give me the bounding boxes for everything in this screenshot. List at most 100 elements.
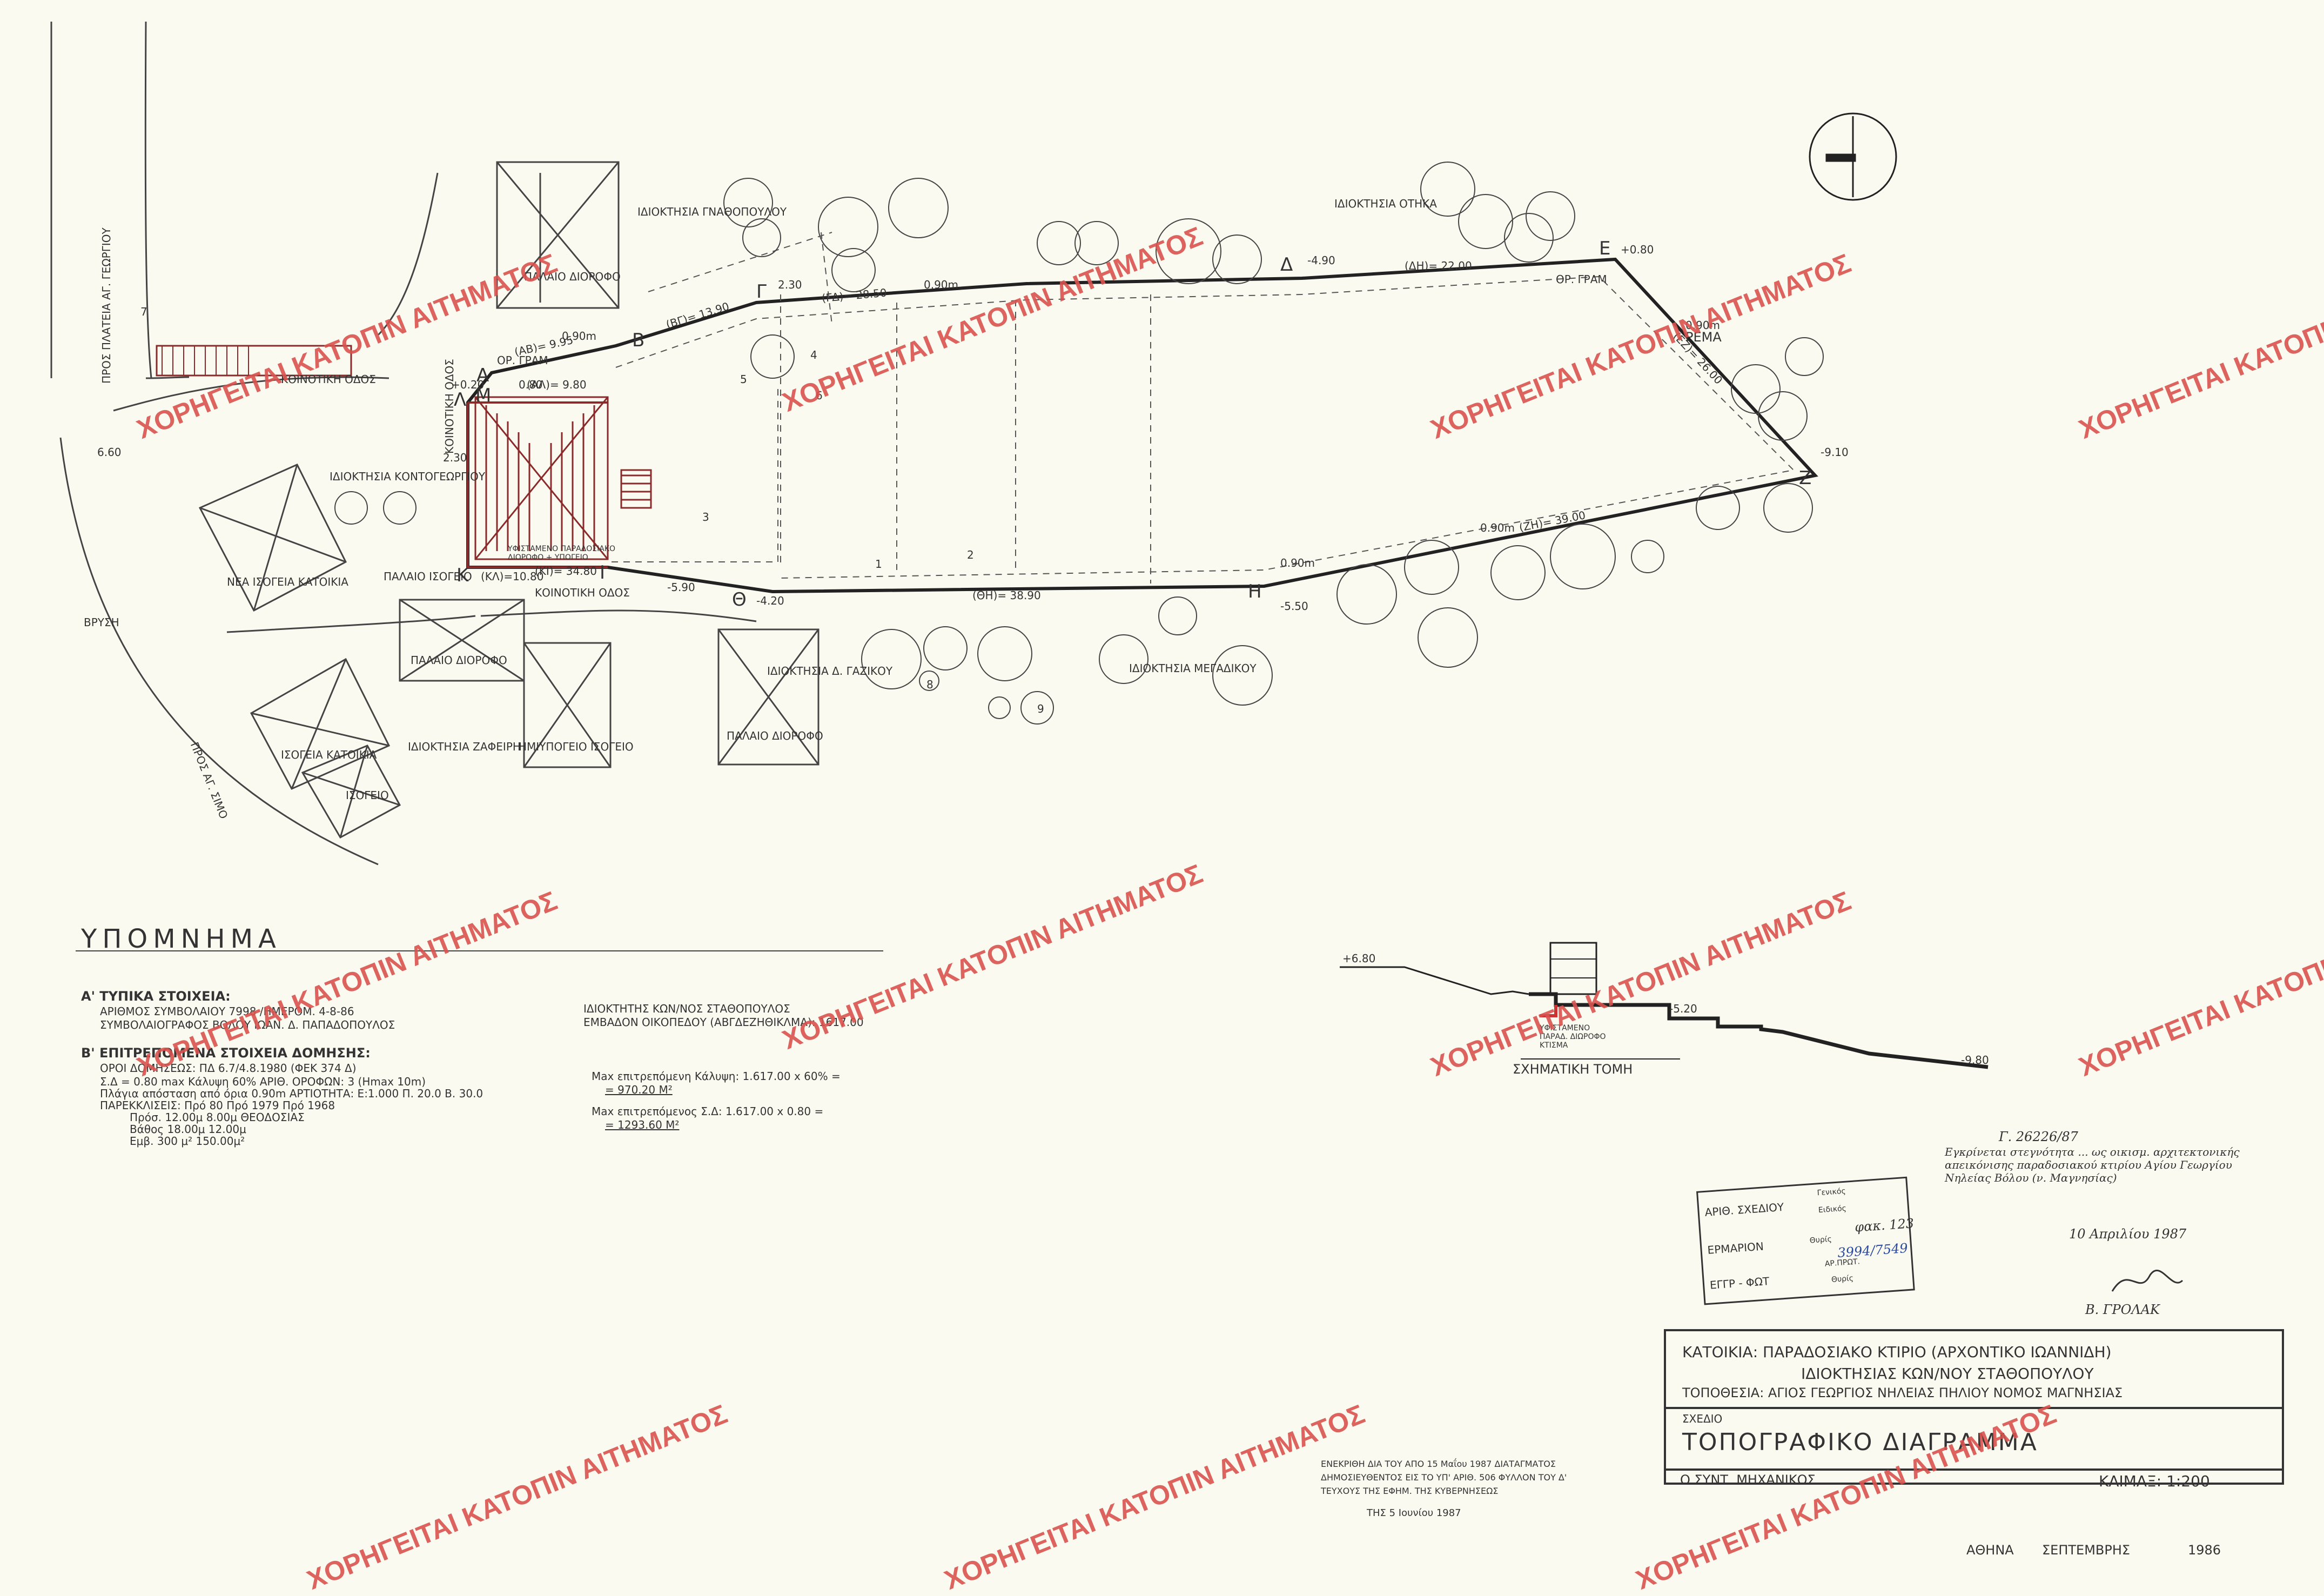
- legend-owner: ΙΔΙΟΚΤΗΤΗΣ ΚΩΝ/ΝΟΣ ΣΤΑΘΟΠΟΥΛΟΣ: [583, 1002, 790, 1015]
- property-label: ΙΔΙΟΚΤΗΣΙΑ ΖΑΦΕΙΡΗ: [408, 740, 521, 753]
- offset-label: 0.90m: [1280, 556, 1315, 569]
- scale-label: ΚΛΙΜΑΞ: 1:200: [2099, 1472, 2210, 1490]
- circle-number: 4: [810, 348, 817, 361]
- property-label: ΙΔΙΟΚΤΗΣΙΑ Δ. ΓΑΖΙΚΟΥ: [767, 665, 893, 678]
- dimension-label: (ΘΗ)= 38.90: [972, 589, 1041, 602]
- legend-row: Βάθος 18.00μ 12.00μ: [130, 1123, 246, 1136]
- place-label: ΑΘΗΝΑ: [1966, 1543, 2014, 1558]
- legend-row: ΣΥΜΒΟΛΑΙΟΓΡΑΦΟΣ ΒΟΛΟΥ ΙΩΑΝ. Δ. ΠΑΠΑΔΟΠΟΥ…: [100, 1018, 395, 1031]
- circle-number: 5: [740, 373, 747, 386]
- plot-boundary: [466, 257, 1818, 594]
- level-label: -5.90: [667, 581, 695, 594]
- dimension-label: (ΑΛ)= 9.80: [527, 378, 587, 391]
- point-label-K: Κ: [456, 565, 469, 586]
- offset-label: 0.90m: [562, 330, 597, 343]
- building-label: ΙΣΟΓΕΙΑ ΚΑΤΟΙΚΙΑ: [281, 748, 377, 761]
- stamp-value: Ειδικός: [1818, 1204, 1847, 1215]
- calc-row: Max επιτρεπόμενος Σ.Δ: 1.617.00 x 0.80 =: [592, 1105, 824, 1118]
- stream-label: ΡΕΜΑ: [1685, 330, 1722, 345]
- boundary-label: ΟΡ. ΓΡΑΜ: [1556, 273, 1607, 286]
- stamp-value: Θυρίς: [1809, 1235, 1832, 1245]
- fountain-label: ΒΡΥΣΗ: [84, 616, 119, 629]
- level-label: +0.20: [451, 378, 485, 391]
- building-label: ΠΑΛΑΙΟ ΔΙΟΡΟΦΟ: [411, 654, 507, 667]
- point-label-D: Δ: [1280, 254, 1293, 276]
- section-level: -9.80: [1961, 1054, 1989, 1067]
- point-label-G: Γ: [756, 281, 767, 303]
- north-arrow-icon: [1809, 112, 1897, 201]
- archive-stamp: ΑΡΙΘ. ΣΧΕΔΙΟΥ ΕΡΜΑΡΙΟΝ ΕΓΓΡ - ΦΩΤ Γενικό…: [1696, 1176, 1915, 1305]
- point-label-Th: Θ: [732, 589, 747, 611]
- legend-row: Πρόσ. 12.00μ 8.00μ ΘΕΟΔΟΣΙΑΣ: [130, 1111, 305, 1124]
- main-building: [474, 396, 609, 560]
- stamp-row: ΑΡΙΘ. ΣΧΕΔΙΟΥ: [1704, 1200, 1784, 1219]
- boundary-label: ΟΡ. ΓΡΑΜ: [497, 354, 548, 367]
- circle-number: 3: [702, 511, 709, 524]
- approval-signature: Β. ΓΡΟΛΑΚ: [2085, 1302, 2160, 1317]
- section-level: +6.80: [1342, 952, 1376, 965]
- dimension-label: (ΚΙ)= 34.80: [535, 565, 597, 578]
- circle-number: 7: [140, 305, 147, 318]
- legend-row: Σ.Δ = 0.80 max Κάλυψη 60% ΑΡΙΘ. ΟΡΟΦΩΝ: …: [100, 1075, 426, 1088]
- road-label: ΠΡΟΣ ΠΛΑΤΕΙΑ ΑΓ. ΓΕΩΡΓΙΟΥ: [100, 227, 113, 384]
- schematic-section: [1340, 942, 1989, 1069]
- approval-ref: Γ. 26226/87: [1999, 1129, 2078, 1144]
- offset-label: 0.90m: [1685, 319, 1721, 332]
- level-label: -4.20: [756, 594, 784, 607]
- calc-row: = 1293.60 Μ²: [605, 1118, 680, 1131]
- offset-label: 2.30: [443, 451, 467, 464]
- point-label-M: Μ: [475, 385, 492, 406]
- road-label: ΚΟΙΝΟΤΙΚΗ ΟΔΟΣ: [535, 586, 630, 599]
- stamp-row: ΕΓΓΡ - ΦΩΤ: [1709, 1275, 1770, 1292]
- title-row-3: ΤΟΠΟΘΕΣΙΑ: ΑΓΙΟΣ ΓΕΩΡΓΙΟΣ ΝΗΛΕΙΑΣ ΠΗΛΙΟΥ…: [1682, 1385, 2123, 1400]
- section-note: ΥΦΙΣΤΑΜΕΝΟ ΠΑΡΑΔ. ΔΙΩΡΟΦΟ ΚΤΙΣΜΑ: [1540, 1024, 1606, 1050]
- calc-row: = 970.20 Μ²: [605, 1083, 673, 1096]
- title-row-2: ΙΔΙΟΚΤΗΣΙΑΣ ΚΩΝ/ΝΟΥ ΣΤΑΘΟΠΟΥΛΟΥ: [1801, 1365, 2094, 1383]
- stamp-value: Γενικός: [1817, 1186, 1846, 1198]
- point-label-B: Β: [632, 330, 645, 351]
- circle-number: 6: [816, 389, 823, 402]
- dimension-label: (ΔΗ)= 22.00: [1405, 259, 1472, 272]
- publication-line: ΔΗΜΟΣΙΕΥΘΕΝΤΟΣ ΕΙΣ ΤΟ ΥΠ' ΑΡΙΘ. 506 ΦΥΛΛ…: [1321, 1472, 1567, 1483]
- stamp-value: 3994/7549: [1837, 1240, 1909, 1260]
- circle-number: 2: [967, 548, 974, 561]
- building-label: ΠΑΛΑΙΟ ΔΙΟΡΟΦΟ: [524, 270, 621, 283]
- approval-date: 10 Απριλίου 1987: [2069, 1226, 2187, 1242]
- property-label: ΙΔΙΟΚΤΗΣΙΑ ΚΟΝΤΟΓΕΩΡΓΙΟΥ: [330, 470, 486, 483]
- stamp-value: φακ. 123: [1854, 1216, 1915, 1235]
- point-label-L: Λ: [454, 389, 467, 411]
- dimension-label: (ΚΛ)=10.80: [481, 570, 544, 583]
- engineer-label: Ο ΣΥΝΤ. ΜΗΧΑΝΙΚΟΣ: [1680, 1472, 1816, 1487]
- level-label: +0.80: [1621, 243, 1654, 256]
- building-label: ΙΣΟΓΕΙΟ: [346, 789, 389, 802]
- title-row-1: ΚΑΤΟΙΚΙΑ: ΠΑΡΑΔΟΣΙΑΚΟ ΚΤΙΡΙΟ (ΑΡΧΟΝΤΙΚΟ …: [1682, 1343, 2112, 1361]
- trees: [334, 162, 1824, 725]
- property-label: ΙΔΙΟΚΤΗΣΙΑ ΜΕΓΑΔΙΚΟΥ: [1129, 662, 1257, 675]
- offset-label: 0.90m: [1480, 521, 1515, 534]
- offset-label: 0.90m: [924, 278, 959, 291]
- road-label: ΚΟΙΝΟΤΙΚΗ ΟΔΟΣ: [281, 373, 376, 386]
- legend-title: ΥΠΟΜΝΗΜΑ: [81, 924, 281, 954]
- point-label-Z: Ζ: [1799, 467, 1812, 489]
- stamp-value: Θυρίς: [1831, 1274, 1854, 1284]
- signature-icon: [2111, 1270, 2184, 1292]
- circle-number: 9: [1037, 702, 1044, 715]
- offset-label: 2.30: [778, 278, 802, 291]
- legend-row: ΠΑΡΕΚΚΛΙΣΕΙΣ: Πρό 80 Πρό 1979 Πρό 1968: [100, 1099, 335, 1112]
- legend-row: Εμβ. 300 μ² 150.00μ²: [130, 1135, 245, 1148]
- title-block: ΚΑΤΟΙΚΙΑ: ΠΑΡΑΔΟΣΙΑΚΟ ΚΤΙΡΙΟ (ΑΡΧΟΝΤΙΚΟ …: [1664, 1329, 2284, 1485]
- offset-label: 0.80: [519, 378, 543, 391]
- legend-section-a: Α' ΤΥΠΙΚΑ ΣΤΟΙΧΕΙΑ:: [81, 989, 231, 1004]
- level-label: -9.10: [1821, 446, 1849, 459]
- approval-note: Εγκρίνεται στεγνότητα ... ως οικισμ. αρχ…: [1945, 1145, 2240, 1184]
- property-label: ΙΔΙΟΚΤΗΣΙΑ ΓΝΑΘΟΠΟΥΛΟΥ: [637, 205, 787, 218]
- publication-line: ΤΕΥΧΟΥΣ ΤΗΣ ΕΦΗΜ. ΤΗΣ ΚΥΒΕΡΝΗΣΕΩΣ: [1321, 1486, 1499, 1496]
- circle-number: 8: [926, 678, 933, 691]
- road-label: ΚΟΙΝΟΤΙΚΗ ΟΔΟΣ: [443, 359, 456, 454]
- building-label: ΥΦΙΣΤΑΜΕΝΟ ΠΑΡΑΔΟΣΙΑΚΟ ΔΙΟΡΟΦΟ + ΥΠΟΓΕΙΟ: [508, 545, 616, 562]
- building-label: ΠΑΛΑΙΟ ΙΣΟΓΕΙΟ: [384, 570, 472, 583]
- stamp-row: ΕΡΜΑΡΙΟΝ: [1707, 1239, 1764, 1257]
- property-label: ΙΔΙΟΚΤΗΣΙΑ ΟΤΗΚΑ: [1334, 197, 1437, 210]
- drawing-title-band: [1666, 1407, 2282, 1471]
